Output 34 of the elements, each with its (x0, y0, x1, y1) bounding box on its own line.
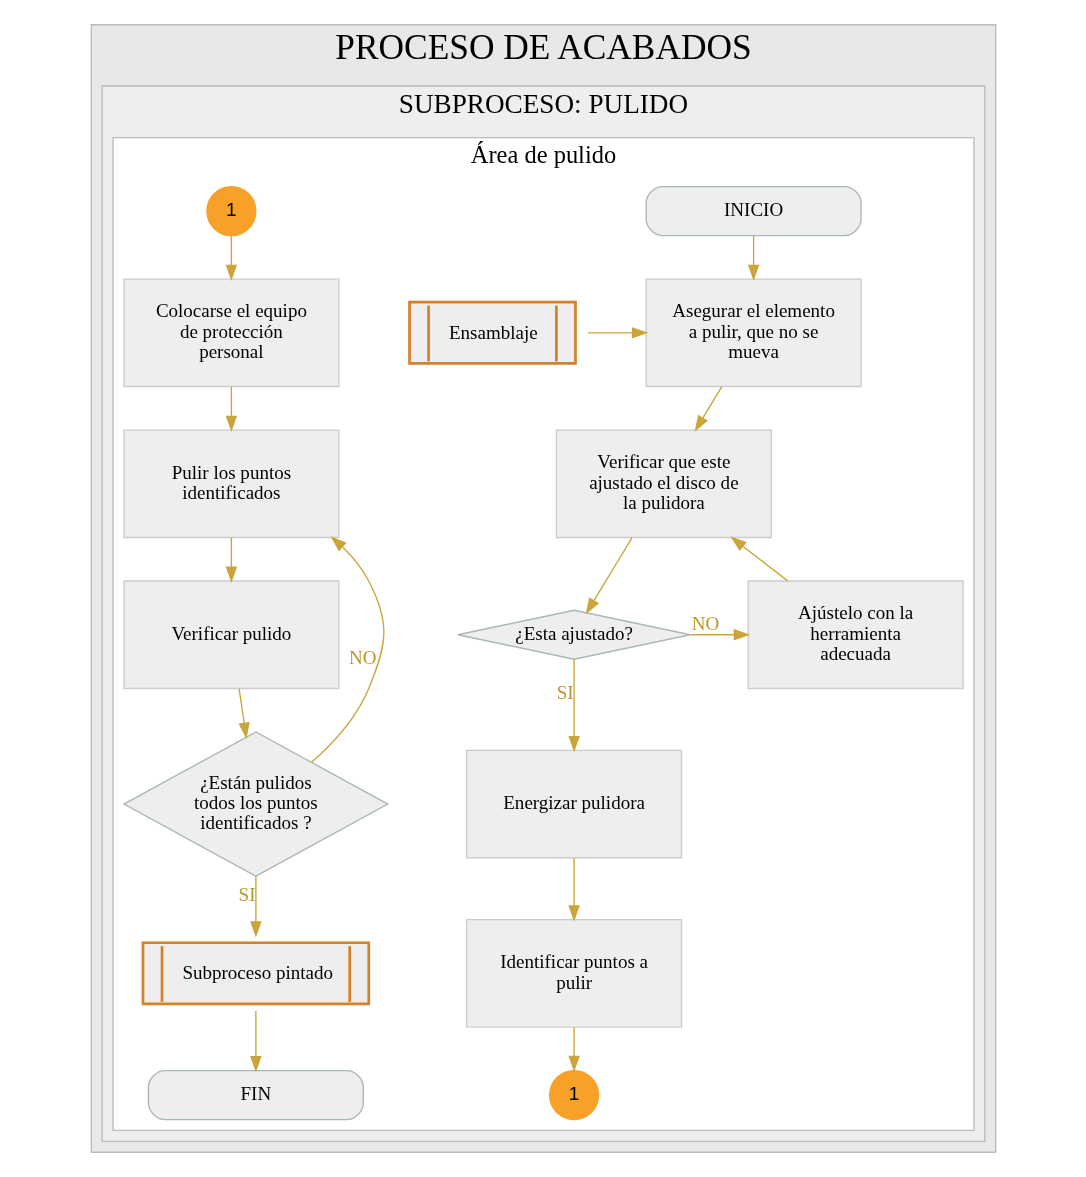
arrow (567, 857, 580, 922)
arrow (747, 235, 759, 281)
node-diamond: ¿Están pulidos todos los puntos identificados ? (122, 731, 389, 877)
node-box: Verificar que este ajustado el disco de la pulidora (555, 429, 772, 539)
arrow (249, 1010, 262, 1073)
arrow (249, 875, 262, 938)
edge-label: NO (348, 646, 376, 668)
node-box: Identificar puntos a pulir (465, 918, 682, 1028)
node-box: Colocarse el equipo de protección personal (122, 278, 339, 388)
node-box: Verificar pulido (122, 580, 339, 690)
arrow (310, 536, 384, 763)
node-box: Ajústelo con la herramienta adecuada (747, 580, 964, 690)
arrow (225, 386, 237, 432)
arrow (694, 386, 722, 432)
arrow (567, 1026, 580, 1073)
arrow (225, 235, 237, 281)
arrow (729, 536, 788, 582)
arrow (567, 658, 580, 753)
arrow (689, 629, 750, 641)
edge-label: SI (238, 883, 255, 905)
node-box: Pulir los puntos identificados (122, 429, 339, 539)
node-box: Asegurar el elemento a pulir, que no se mueva (645, 278, 862, 388)
node-box: Energizar pulidora (465, 749, 682, 859)
node-circle: 1 (548, 1069, 599, 1121)
edge-label: NO (691, 612, 719, 634)
arrow (225, 537, 237, 583)
arrow (586, 327, 648, 339)
node-diamond: ¿Esta ajustado? (456, 609, 691, 660)
arrow (585, 537, 633, 615)
node-box: FIN (147, 1069, 364, 1121)
edge-label: SI (556, 682, 574, 704)
node-box: INICIO (645, 185, 862, 237)
arrow (237, 688, 250, 739)
node-circle: 1 (205, 185, 257, 237)
